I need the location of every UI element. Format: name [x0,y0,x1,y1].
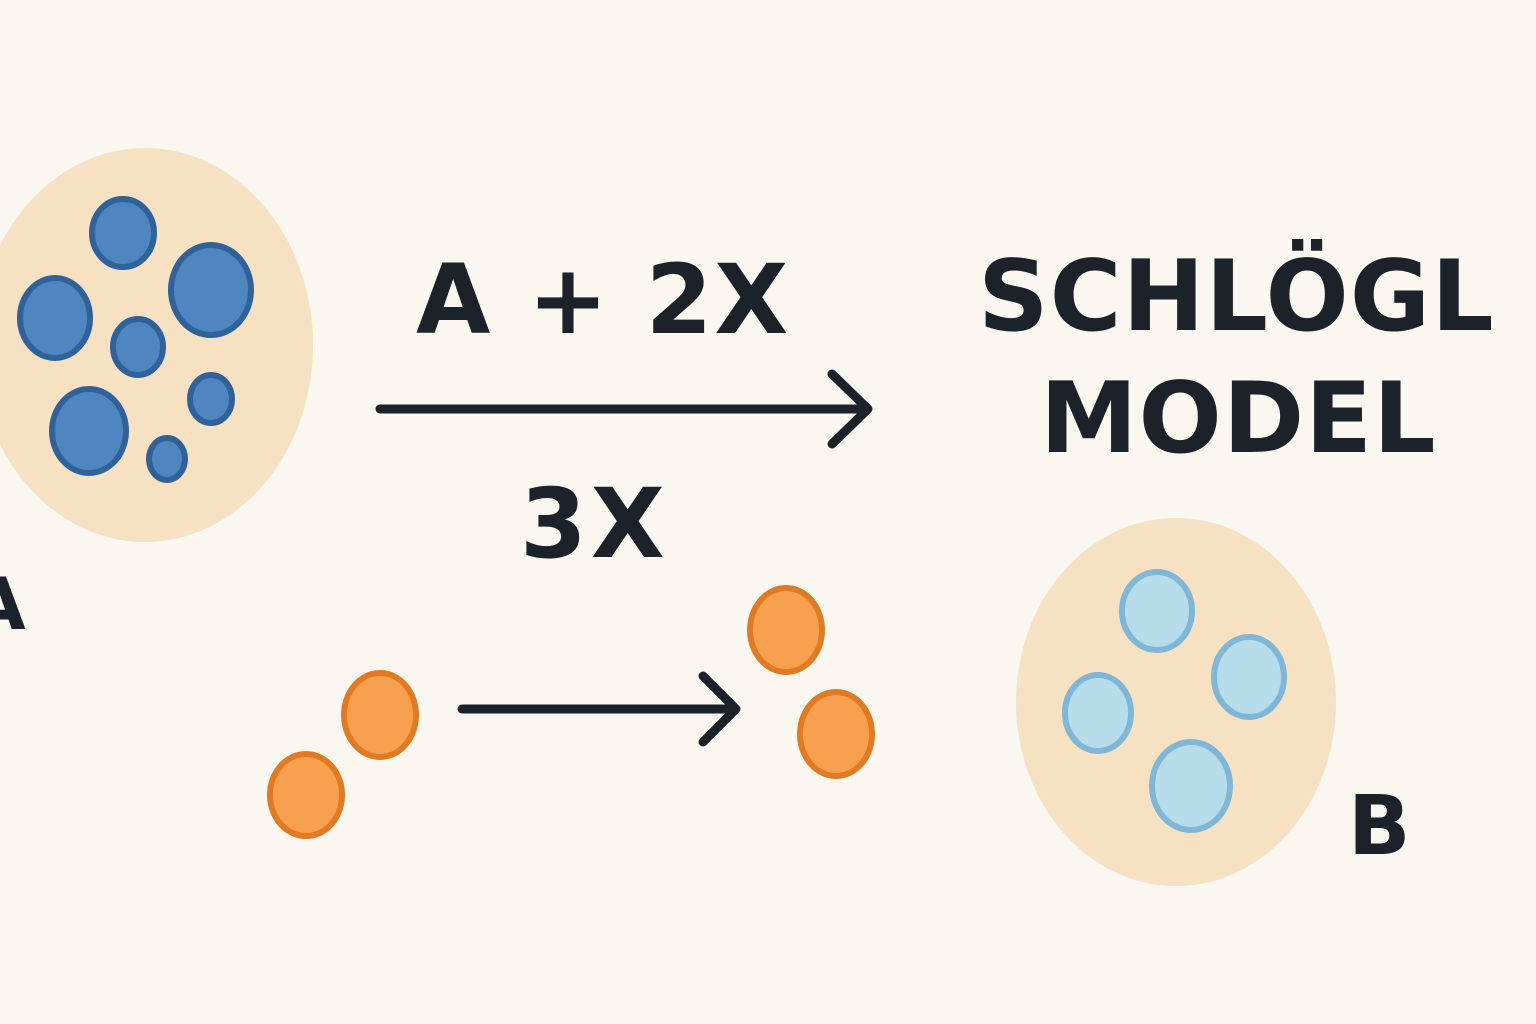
particle-a [187,372,235,426]
particle-a [89,196,157,270]
particle-x [747,585,825,675]
particle-x [341,670,419,760]
particles-x-after [747,585,875,779]
reservoir-b-background [1016,518,1336,886]
particle-b [1119,569,1195,653]
small-arrow [457,671,741,747]
title-line-1: SCHLÖGL [978,240,1495,354]
species-label-b: B [1348,779,1411,874]
particle-b [1211,634,1287,720]
particle-a [110,316,166,378]
particle-x [267,751,345,839]
reaction-products: 3X [520,468,669,580]
particle-a [168,242,254,338]
particle-a [17,275,93,361]
title-line-2: MODEL [1040,362,1437,476]
particle-a [146,435,188,483]
particle-b [1062,672,1134,754]
reaction-arrow [375,369,873,449]
reaction-reactants: A + 2X [416,244,791,356]
reservoir-b [1016,518,1336,886]
reservoir-a [0,148,313,542]
species-label-a: A [0,568,26,640]
particle-x [797,689,875,779]
particle-a [49,386,129,476]
particle-b [1149,739,1233,833]
particles-x-before [267,670,419,839]
